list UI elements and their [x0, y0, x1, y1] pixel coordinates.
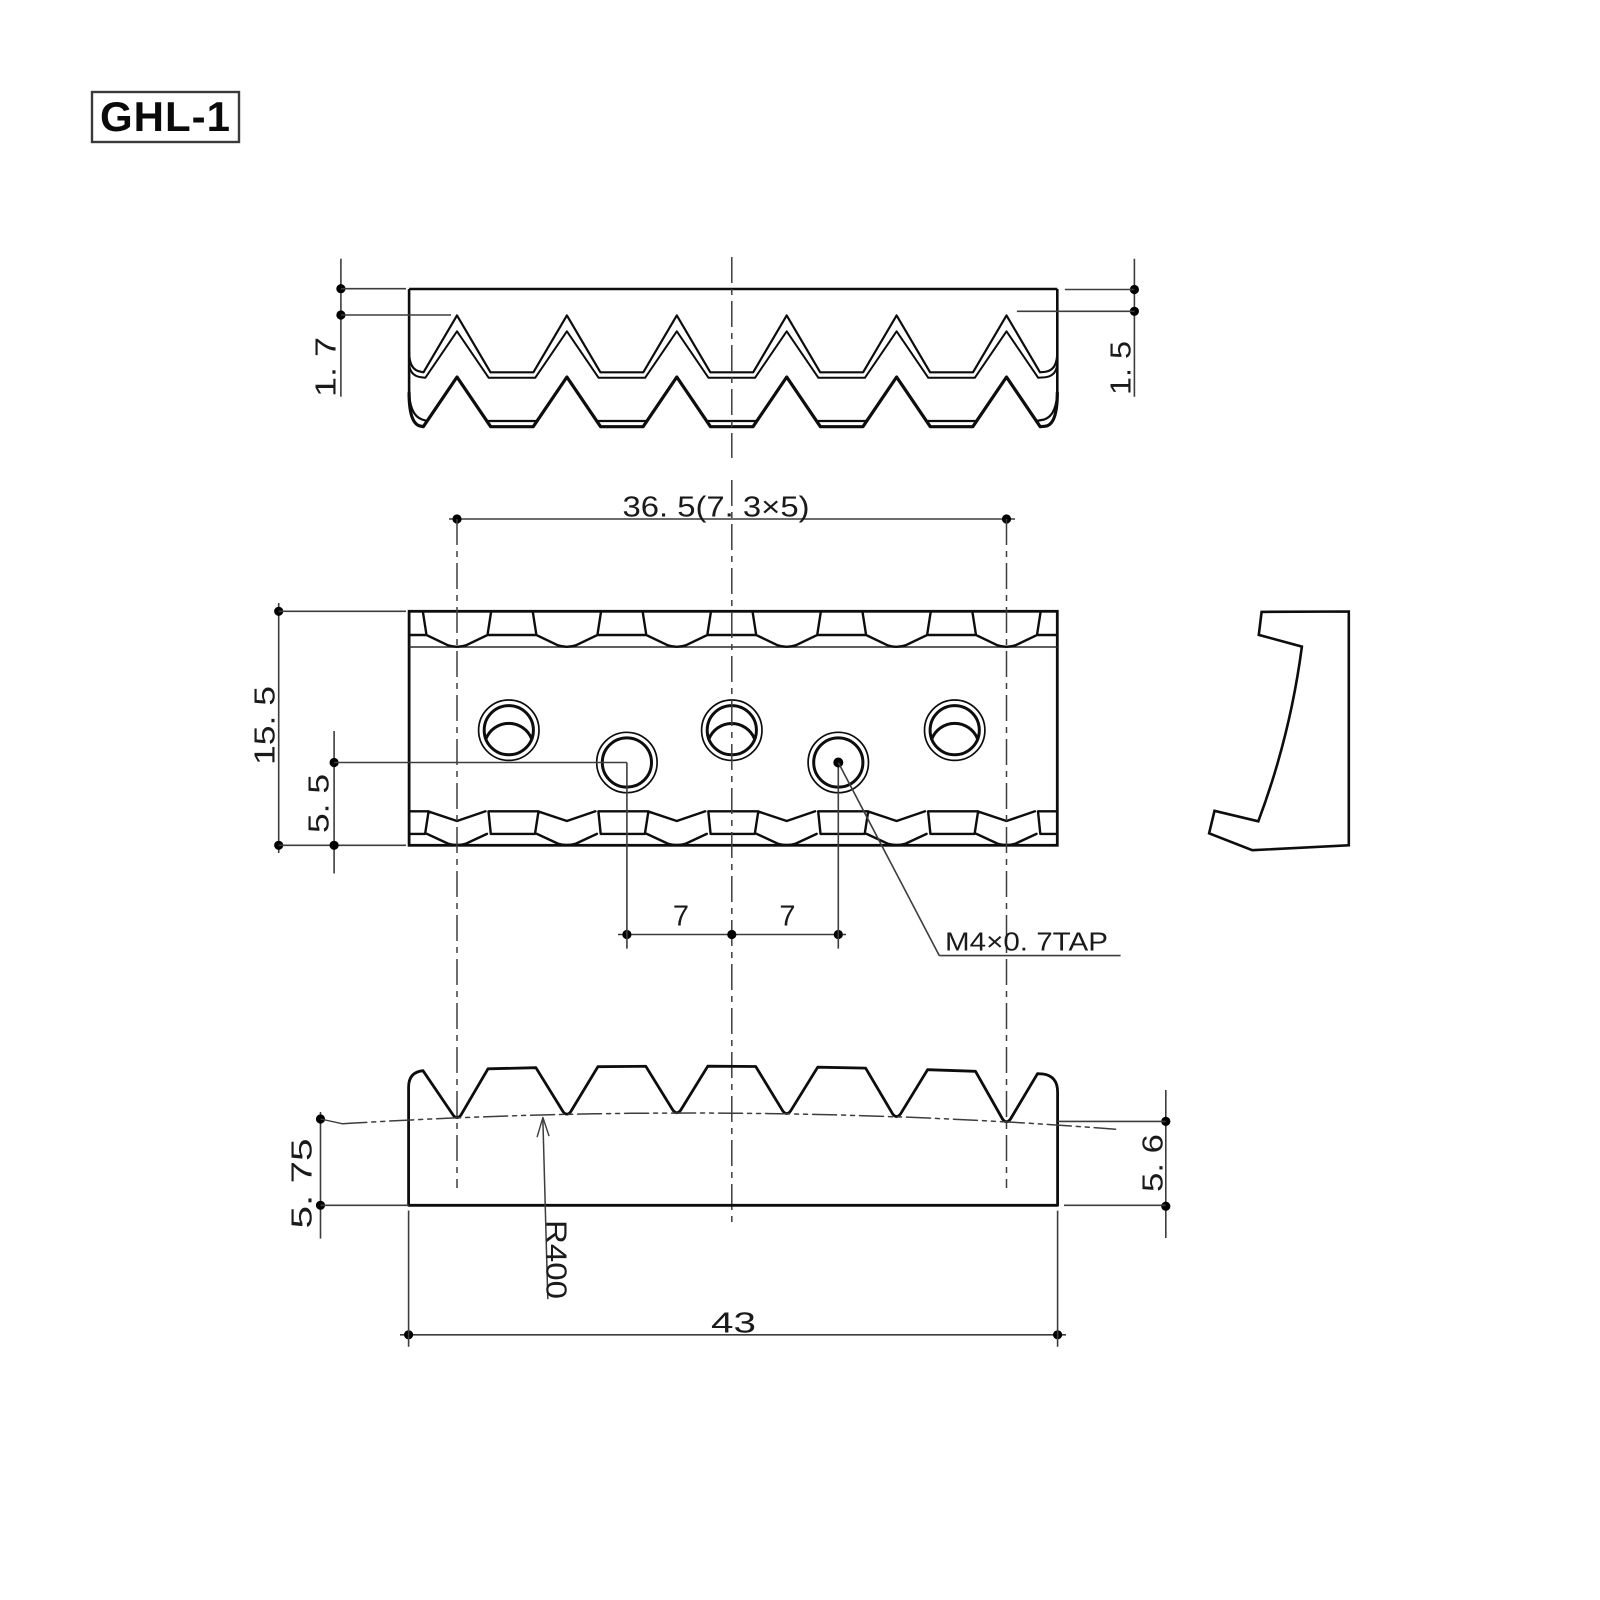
svg-text:R400: R400 [540, 1220, 572, 1299]
svg-text:GHL-1: GHL-1 [100, 93, 231, 140]
svg-text:36. 5(7. 3×5): 36. 5(7. 3×5) [623, 492, 810, 524]
svg-text:43: 43 [711, 1308, 756, 1340]
svg-text:15. 5: 15. 5 [250, 686, 282, 765]
svg-text:5. 5: 5. 5 [304, 774, 336, 833]
svg-text:5. 75: 5. 75 [287, 1139, 319, 1229]
svg-text:5. 6: 5. 6 [1138, 1134, 1170, 1192]
svg-text:M4×0. 7TAP: M4×0. 7TAP [945, 927, 1108, 957]
svg-text:1. 7: 1. 7 [311, 337, 343, 397]
svg-text:1. 5: 1. 5 [1106, 341, 1138, 395]
svg-text:7: 7 [779, 901, 795, 933]
svg-text:7: 7 [673, 901, 689, 933]
